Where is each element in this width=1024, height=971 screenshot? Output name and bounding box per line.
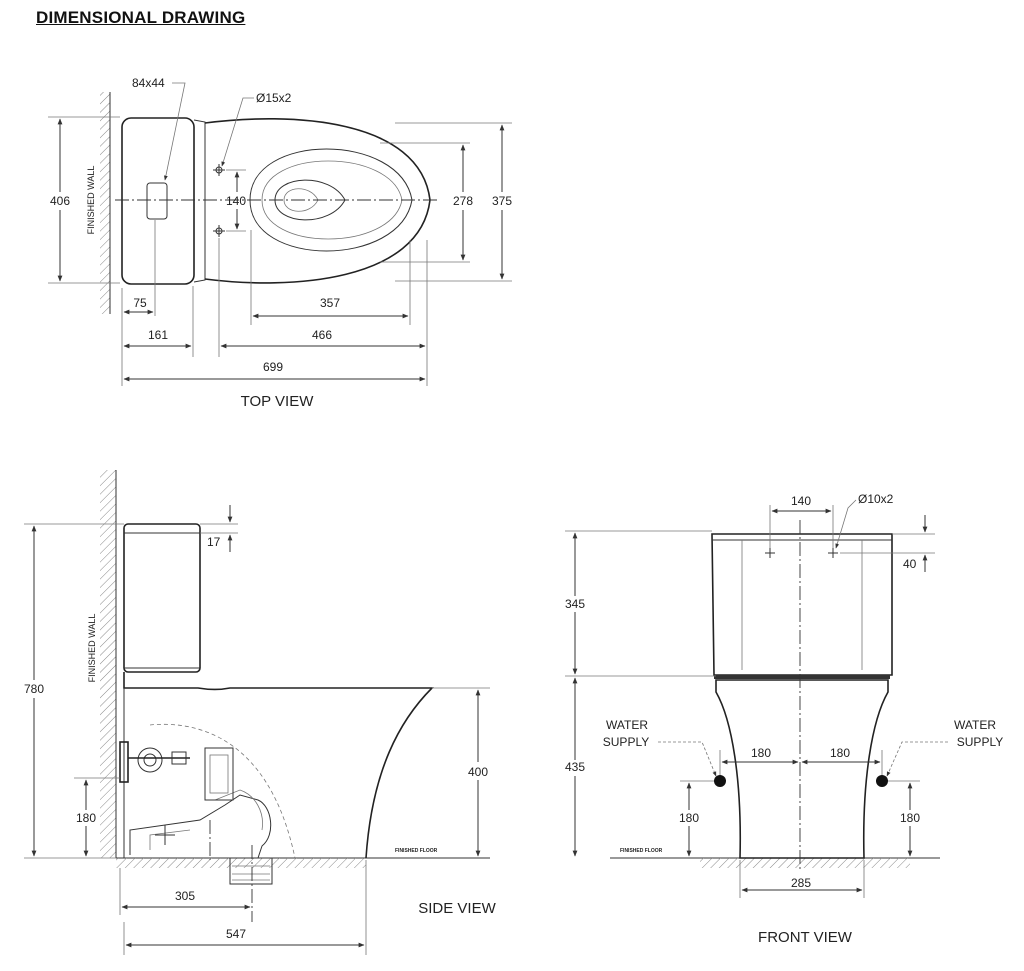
dim-tank-height: 345 — [565, 597, 585, 611]
dim-rim-height: 400 — [468, 765, 488, 779]
page-title: DIMENSIONAL DRAWING — [36, 8, 246, 27]
floor-outlet — [229, 845, 273, 922]
dim-supply-right: 180 — [830, 746, 850, 760]
tank-front — [711, 533, 893, 676]
front-view-label: FRONT VIEW — [758, 929, 853, 946]
mounting-hole-right — [828, 548, 838, 558]
finished-wall-label: FINISHED WALL — [86, 166, 96, 235]
water-supply-right-dot — [876, 775, 888, 787]
bowl-side — [123, 672, 434, 859]
trapway — [129, 794, 272, 859]
dim-tank-depth: 161 — [148, 328, 168, 342]
water-supply-left-line2: SUPPLY — [603, 735, 649, 749]
dim-hole-spacing: 140 — [226, 194, 246, 208]
top-view-label: TOP VIEW — [241, 393, 315, 410]
wall-hatch — [100, 470, 116, 858]
dim-outlet-size: 84x44 — [132, 76, 165, 90]
water-supply-right-line1: WATER — [954, 718, 996, 732]
finished-floor-label: FINISHED FLOOR — [620, 848, 663, 854]
dim-seat-width: 278 — [453, 194, 473, 208]
finished-wall-label: FINISHED WALL — [87, 614, 97, 683]
dim-bowl-length: 466 — [312, 328, 332, 342]
dim-overall-length: 699 — [263, 360, 283, 374]
tank-outline — [121, 117, 195, 285]
side-view: FINISHED WALL FINISHED FLOOR — [24, 470, 497, 955]
dim-supply-height-right: 180 — [900, 811, 920, 825]
top-view: FINISHED WALL 84x44 Ø15x2 406 — [48, 76, 512, 410]
mounting-hole-top — [213, 164, 225, 176]
dim-supply-height-left: 180 — [679, 811, 699, 825]
dim-seat-length: 357 — [320, 296, 340, 310]
water-supply-left-dot — [714, 775, 726, 787]
floor-hatch — [700, 858, 910, 868]
angle-valve — [119, 741, 190, 783]
dim-tank-width: 406 — [50, 194, 70, 208]
front-view: FINISHED FLOOR 140 Ø10x2 4 — [565, 492, 1003, 946]
dim-supply-height: 180 — [76, 811, 96, 825]
tank-seam — [714, 675, 890, 679]
water-supply-left-line1: WATER — [606, 718, 648, 732]
bowl-front — [715, 679, 889, 859]
dim-hole-diameter: Ø10x2 — [858, 492, 894, 506]
wall-hatch — [100, 92, 110, 314]
tank-side — [123, 523, 201, 673]
dim-rough-in: 305 — [175, 889, 195, 903]
mounting-hole-left — [765, 548, 775, 558]
finished-floor-label: FINISHED FLOOR — [395, 848, 438, 854]
dim-lid-thickness: 17 — [207, 535, 221, 549]
dim-hole-offset: 40 — [903, 557, 917, 571]
dim-hole-spacing: 140 — [791, 494, 811, 508]
dim-supply-left: 180 — [751, 746, 771, 760]
dim-overall-depth: 547 — [226, 927, 246, 941]
floor-hatch — [116, 858, 366, 868]
dim-overall-height: 780 — [24, 682, 44, 696]
dim-bowl-width: 375 — [492, 194, 512, 208]
dim-base-width: 285 — [791, 876, 811, 890]
side-view-label: SIDE VIEW — [418, 900, 496, 917]
dim-hole-diameter: Ø15x2 — [256, 91, 292, 105]
outlet-opening — [146, 182, 168, 220]
dim-bowl-height: 435 — [565, 760, 585, 774]
mount-hole-side — [155, 825, 175, 845]
dim-tank-front: 75 — [133, 296, 147, 310]
water-supply-right-line2: SUPPLY — [957, 735, 1003, 749]
mounting-hole-bottom — [213, 225, 225, 237]
